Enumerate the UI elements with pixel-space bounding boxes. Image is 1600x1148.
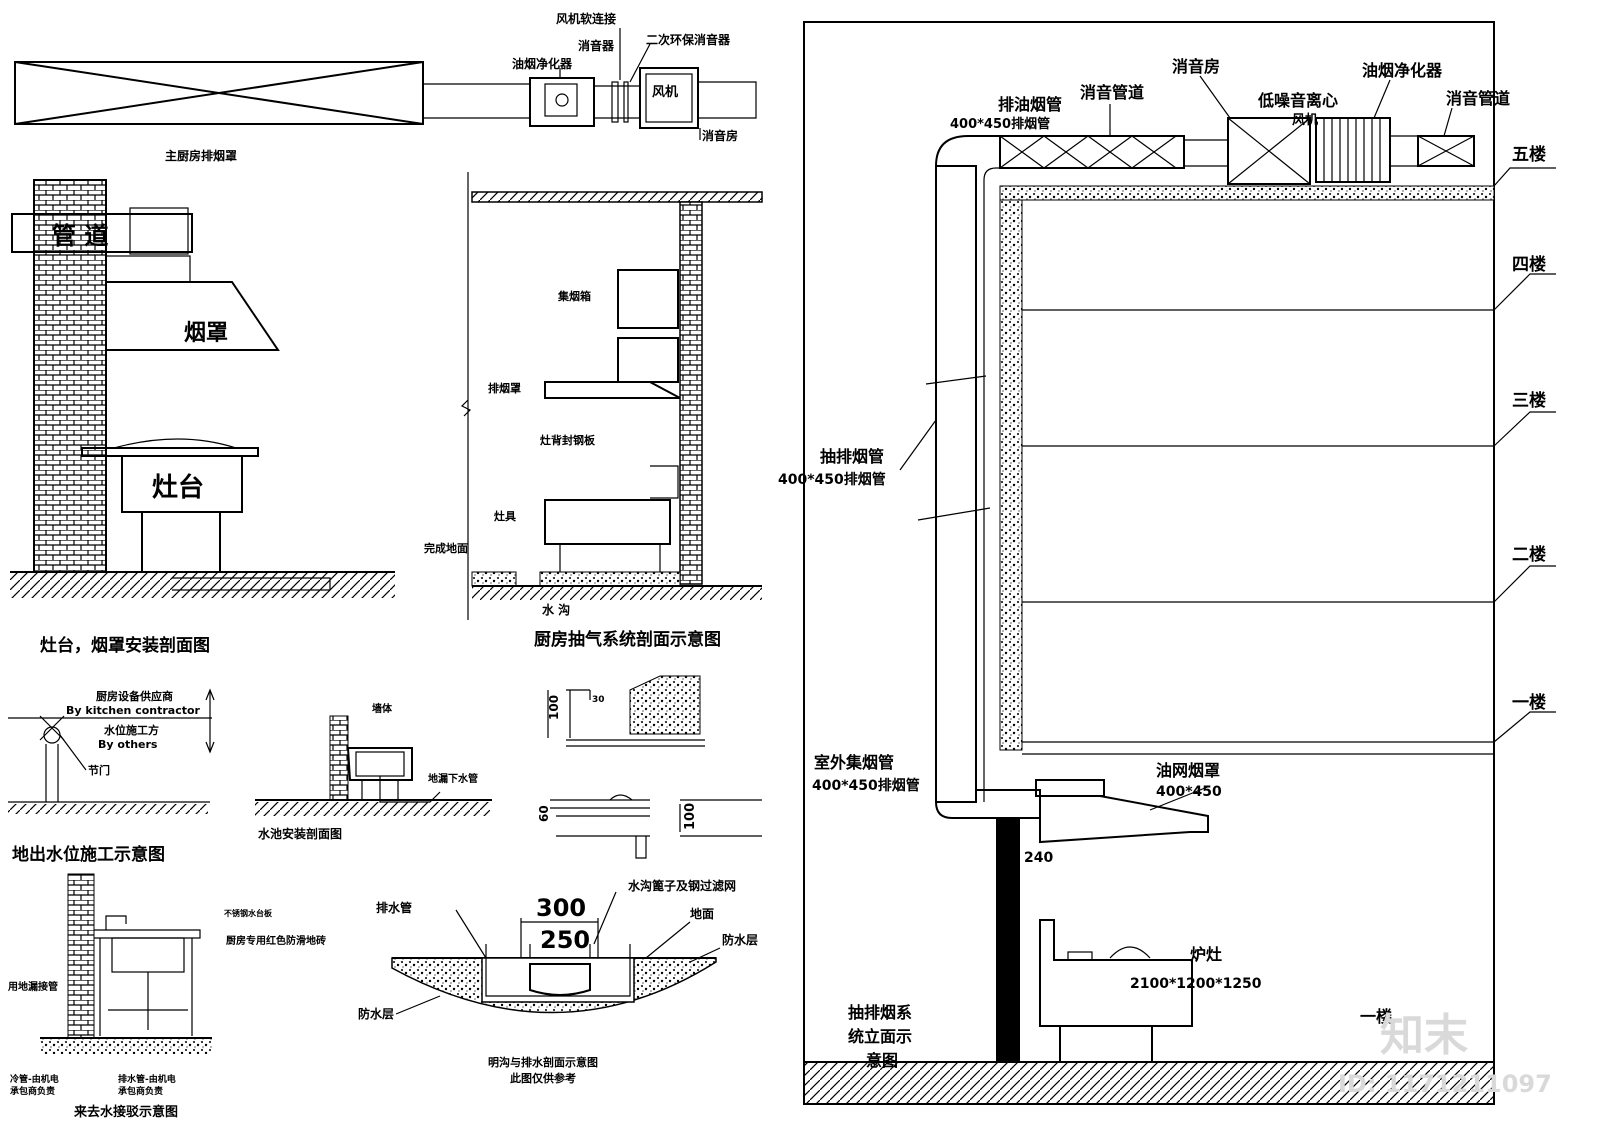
sink-section-title: 水池安装剖面图: [258, 826, 342, 841]
drain-label: 水 沟: [542, 602, 570, 617]
valve-label: 节门: [88, 763, 110, 777]
floor-2: 二楼: [1512, 544, 1546, 565]
sink-wall-label: 墙体: [372, 702, 393, 715]
fan-soft-connection-label: 风机软连接: [556, 11, 616, 26]
top-leaders: [1109, 75, 1453, 137]
hood-leader: [1149, 785, 1211, 811]
elev-purifier: 油烟净化器: [1362, 61, 1443, 80]
stove-section-title: 灶台，烟罩安装剖面图: [40, 635, 210, 656]
waterproof-right-label: 防水层: [722, 932, 758, 947]
basin-right-note: 厨房专用红色防滑地砖: [226, 934, 326, 947]
elev-fan-word: 风机: [1292, 112, 1318, 128]
dim-60: 60: [537, 805, 551, 822]
elev-outdoor-pipe: 室外集烟管: [814, 753, 894, 772]
stove-hood-section: [10, 179, 395, 598]
drain-width-inner: 250: [540, 926, 590, 954]
water-outlet-detail: [8, 688, 215, 814]
basin-title: 来去水接驳示意图: [73, 1104, 178, 1120]
elev-muffler-duct: 消音管道: [1080, 83, 1144, 102]
basin-left-note: 用地漏接管: [7, 980, 58, 993]
dim-30: 30: [592, 695, 605, 705]
elev-stove-size: 2100*1200*1250: [1130, 976, 1262, 992]
fan-label: 风机: [652, 84, 678, 100]
hood-plan-label: 主厨房排烟罩: [165, 148, 237, 163]
air-intake-label: 集烟箱: [557, 289, 591, 303]
drain-section: [391, 918, 717, 1014]
edge-details: [547, 675, 762, 859]
elev-title-3: 意图: [866, 1051, 898, 1070]
floor-4: 四楼: [1512, 254, 1546, 275]
muffler-room-label: 消音房: [702, 128, 738, 143]
elev-exhaust-pipe-size: 400*450排烟管: [778, 471, 886, 488]
basin-bottom-note-4: 承包商负责: [118, 1085, 163, 1097]
drain-title-1: 明沟与排水剖面示意图: [488, 1055, 598, 1069]
dim-100-a: 100: [547, 695, 561, 720]
water-outlet-title: 地出水位施工示意图: [12, 844, 165, 865]
elev-duct-label: 排油烟管: [998, 95, 1062, 114]
floor-leaders: [1493, 167, 1556, 743]
basin-bottom-note-1: 冷管-由机电: [10, 1073, 59, 1085]
floor-5: 五楼: [1512, 144, 1546, 165]
water-note-4: By others: [98, 738, 158, 751]
secondary-muffler-label: 二次环保消音器: [646, 32, 731, 47]
sink-section: [255, 715, 492, 816]
hood-plan: [14, 61, 757, 129]
basin-bottom-note-2: 承包商负责: [10, 1085, 55, 1097]
water-note-3: 水位施工方: [104, 723, 159, 737]
drain-title-2: 此图仅供参考: [510, 1071, 576, 1085]
elev-exhaust-pipe: 抽排烟管: [820, 447, 884, 466]
elev-muffler-duct-right: 消音管道: [1446, 89, 1510, 108]
muffler-label: 消音器: [578, 38, 615, 53]
smoke-purifier-label: 油烟净化器: [512, 56, 573, 71]
elev-stove: 炉灶: [1190, 945, 1222, 964]
drain-leaders: [395, 891, 721, 1015]
elev-hood-size: 400*450: [1156, 784, 1222, 800]
basin-bottom-note-3: 排水管-由机电: [118, 1073, 176, 1085]
grate-label: 水沟篦子及钢过滤网: [628, 878, 736, 893]
elev-centrifugal-fan: 低噪音离心: [1257, 91, 1338, 110]
dim-100-b: 100: [683, 803, 698, 830]
elev-hood: 油网烟罩: [1156, 761, 1220, 780]
exhaust-elevation: [803, 21, 1495, 1105]
stove-wall-label: 灶背封钢板: [540, 433, 596, 447]
hood-label: 烟罩: [184, 321, 228, 346]
sink-pipe-label: 地漏下水管: [428, 772, 478, 785]
duct-label: 管 道: [52, 222, 108, 250]
elev-duct-size: 400*450排烟管: [950, 116, 1050, 132]
watermark-logo: 知末: [1380, 1010, 1468, 1061]
drain-width-outer: 300: [536, 894, 586, 922]
elev-title-1: 抽排烟系: [848, 1003, 912, 1022]
elev-ground-floor: 一楼: [1360, 1007, 1392, 1026]
waterproof-left-label: 防水层: [358, 1006, 394, 1021]
floor-label: 完成地面: [424, 541, 468, 555]
exhaust-section: [460, 172, 763, 620]
floor-3: 三楼: [1512, 390, 1546, 411]
riser-leaders: [899, 375, 991, 521]
ground-label: 地面: [690, 906, 714, 921]
basin-top-note: 不锈钢水台板: [224, 908, 273, 918]
stove-label: 灶台: [152, 472, 204, 503]
cooker-label: 灶具: [494, 509, 516, 523]
elev-title-2: 统立面示: [848, 1027, 912, 1046]
exhaust-section-title: 厨房抽气系统剖面示意图: [534, 629, 721, 650]
elev-outdoor-pipe-size: 400*450排烟管: [812, 777, 920, 794]
plan-leaders: [559, 28, 701, 140]
elev-muffler-room: 消音房: [1172, 57, 1220, 76]
water-note-2: By kitchen contractor: [66, 704, 201, 717]
elev-dim-240: 240: [1024, 850, 1053, 866]
floor-1: 一楼: [1512, 692, 1546, 713]
exhaust-hood-label: 排烟罩: [488, 381, 521, 395]
water-note-1: 厨房设备供应商: [96, 689, 173, 703]
watermark-id: ID: 1171211097: [1338, 1070, 1552, 1098]
basin-connection: [40, 873, 212, 1054]
drain-pipe-label: 排水管: [376, 900, 412, 915]
